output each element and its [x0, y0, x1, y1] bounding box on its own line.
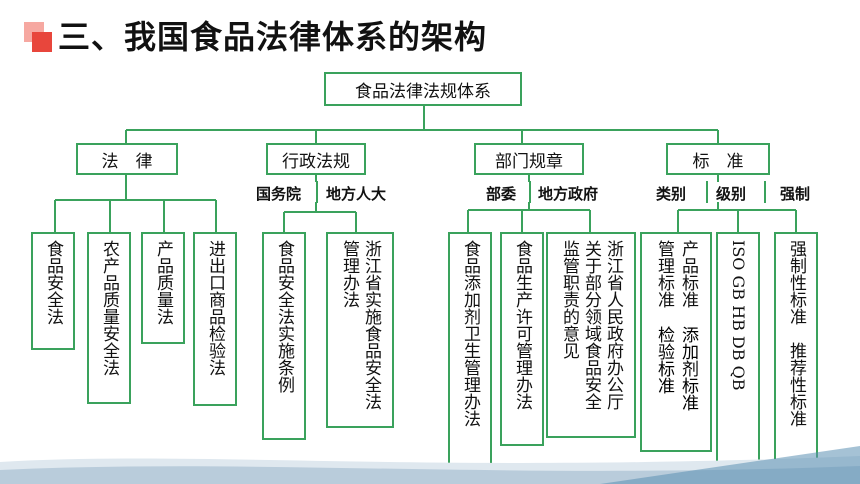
page-title: 三、我国食品法律体系的架构	[58, 18, 488, 56]
std-type-text: 管理标准	[654, 240, 674, 308]
sub-divider	[529, 181, 531, 203]
leaf-standard-types: 产品标准 管理标准	[640, 232, 712, 452]
category-admin-label: 行政法规	[282, 151, 350, 172]
mandatory-standard: 强制性标准	[786, 240, 806, 325]
leaf-zhejiang-measures: 浙江省实施食品安全法管理办法	[326, 232, 394, 428]
leaf-implementation-regulation: 食品安全法实施条例	[262, 232, 306, 440]
leaf-agri-product-law: 农产品质量安全法	[87, 232, 131, 404]
sub-label-type: 类别	[656, 185, 687, 203]
category-dept-rules: 部门规章	[474, 143, 584, 175]
leaf-text: 农产品质量安全法	[99, 240, 119, 376]
category-law: 法 律	[76, 143, 178, 175]
bottom-wave-decoration	[0, 446, 860, 484]
sub-divider	[764, 181, 766, 203]
standard-types-second: 添加剂标准 检验标准	[642, 326, 710, 446]
sub-label-level: 级别	[716, 185, 747, 203]
leaf-food-safety-law: 食品安全法	[31, 232, 75, 350]
sub-label-local-congress: 地方人大	[326, 185, 387, 203]
leaf-text: 产品质量法	[153, 240, 173, 325]
category-law-label: 法 律	[101, 151, 153, 172]
category-standard: 标 准	[666, 143, 770, 175]
leaf-text: 浙江省实施食品安全法管理办法	[339, 240, 381, 410]
leaf-product-quality-law: 产品质量法	[141, 232, 185, 344]
leaf-standard-mandatory: 强制性标准 推荐性标准	[774, 232, 818, 474]
leaf-standard-levels: ISO GB HB DB QB	[716, 232, 760, 476]
category-admin-regulation: 行政法规	[266, 143, 366, 175]
sub-divider	[706, 181, 708, 203]
leaf-zhejiang-opinion: 浙江省人民政府办公厅关于部分领域食品安全监管职责的意见	[546, 232, 636, 438]
leaf-text: 食品安全法	[43, 240, 63, 325]
recommended-standard: 推荐性标准	[786, 342, 806, 427]
sub-label-mandatory: 强制	[780, 185, 811, 203]
leaf-import-export-law: 进出口商品检验法	[193, 232, 237, 406]
std-type-text: 产品标准	[678, 240, 698, 308]
leaf-text: 食品添加剂卫生管理办法	[460, 240, 480, 427]
leaf-text: 浙江省人民政府办公厅关于部分领域食品安全监管职责的意见	[559, 240, 623, 410]
sub-label-local-gov: 地方政府	[538, 185, 599, 203]
standard-types-columns-2: 添加剂标准 检验标准	[642, 326, 710, 446]
std-mandatory-text: 强制性标准 推荐性标准	[785, 240, 807, 472]
leaf-production-license-measures: 食品生产许可管理办法	[500, 232, 544, 446]
leaf-text: 食品安全法实施条例	[274, 240, 294, 393]
title-bar: 三、我国食品法律体系的架构	[0, 0, 860, 66]
leaf-additive-hygiene-measures: 食品添加剂卫生管理办法	[448, 232, 492, 478]
sub-label-state-council: 国务院	[256, 185, 302, 203]
root-label: 食品法律法规体系	[355, 81, 491, 102]
category-std-label: 标 准	[692, 151, 744, 172]
std-type-text: 添加剂标准	[678, 326, 698, 411]
std-level-text: ISO GB HB DB QB	[729, 240, 748, 391]
category-dept-label: 部门规章	[495, 151, 563, 172]
standard-types-columns: 产品标准 管理标准	[642, 240, 710, 450]
leaf-text: 食品生产许可管理办法	[512, 240, 532, 410]
root-node: 食品法律法规体系	[324, 72, 522, 106]
square-logo-icon	[24, 22, 52, 52]
leaf-text: 进出口商品检验法	[205, 240, 225, 376]
sub-divider	[316, 181, 318, 203]
std-type-text: 检验标准	[654, 326, 674, 394]
sub-label-ministry: 部委	[486, 185, 517, 203]
